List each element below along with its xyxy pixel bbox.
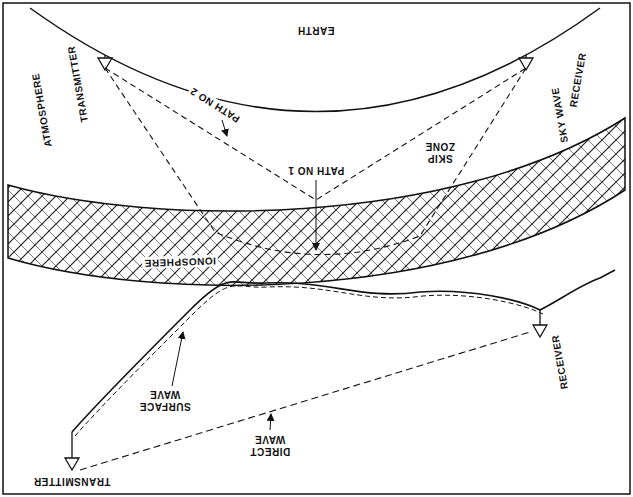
sky-wave-paths <box>105 68 526 255</box>
antenna-symbol <box>65 310 547 470</box>
diagram-label: EARTH <box>296 24 337 36</box>
surface-wave-path <box>75 286 543 436</box>
diagram-label: ATMOSPHERE <box>29 70 54 150</box>
antenna-symbol <box>98 55 533 70</box>
diagram-label: TRANSMITTER <box>65 43 90 125</box>
diagram-label: TRANSMITTER <box>31 475 112 487</box>
frame <box>3 3 630 494</box>
diagram-label: PATH NO 2 <box>186 84 243 126</box>
diagram-label: SKIP ZONE <box>421 141 459 164</box>
terrain-line <box>72 270 615 432</box>
diagram-label: RECEIVER <box>549 332 571 392</box>
earth-curve <box>30 8 600 112</box>
diagram-label: SURFACE WAVE <box>137 389 193 412</box>
direct-wave-path <box>80 332 530 470</box>
ionosphere-band <box>8 118 625 285</box>
diagram-label: DIRECT WAVE <box>245 434 295 457</box>
diagram-label: PATH NO 1 <box>286 164 346 176</box>
diagram-label: SKY WAVE <box>549 85 571 146</box>
diagram-label: RECEIVER <box>567 50 589 110</box>
